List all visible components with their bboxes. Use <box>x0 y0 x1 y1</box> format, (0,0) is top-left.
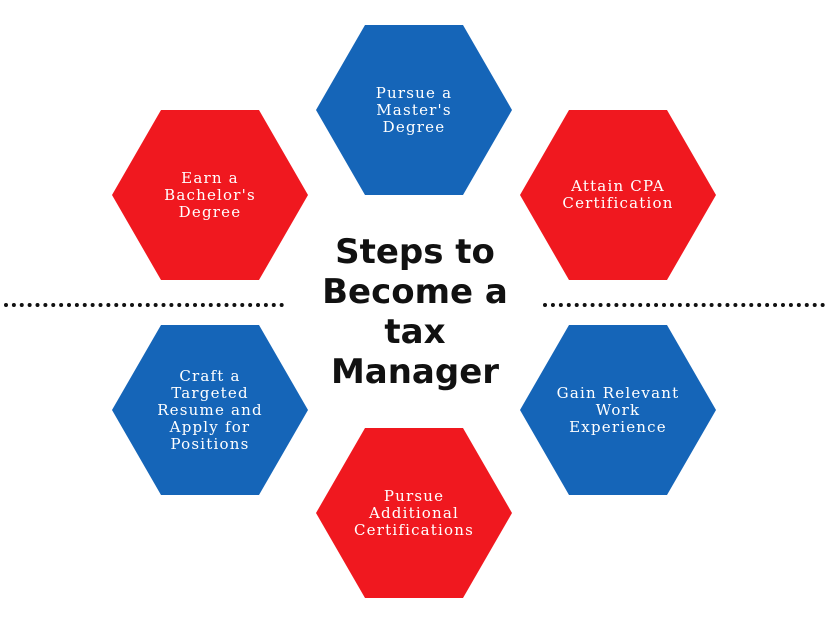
step-cpa-certification-label: Attain CPA Certification <box>562 177 674 212</box>
step-work-experience-label: Gain Relevant Work Experience <box>556 383 680 436</box>
step-work-experience-hexagon: Gain Relevant Work Experience <box>520 325 716 495</box>
step-cpa-certification-hexagon: Attain CPA Certification <box>520 110 716 280</box>
left-dotted-divider <box>4 303 284 307</box>
step-resume-apply-label: Craft a Targeted Resume and Apply for Po… <box>157 366 263 453</box>
diagram-title: Steps to Become a tax Manager <box>322 232 508 392</box>
step-bachelors-degree-label: Earn a Bachelor's Degree <box>164 168 256 221</box>
step-masters-degree-label: Pursue a Master's Degree <box>375 83 453 136</box>
step-resume-apply-hexagon: Craft a Targeted Resume and Apply for Po… <box>112 325 308 495</box>
step-bachelors-degree-hexagon: Earn a Bachelor's Degree <box>112 110 308 280</box>
step-additional-certifications-label: Pursue Additional Certifications <box>353 486 475 539</box>
step-additional-certifications-hexagon: Pursue Additional Certifications <box>316 428 512 598</box>
step-masters-degree-hexagon: Pursue a Master's Degree <box>316 25 512 195</box>
right-dotted-divider <box>543 303 825 307</box>
